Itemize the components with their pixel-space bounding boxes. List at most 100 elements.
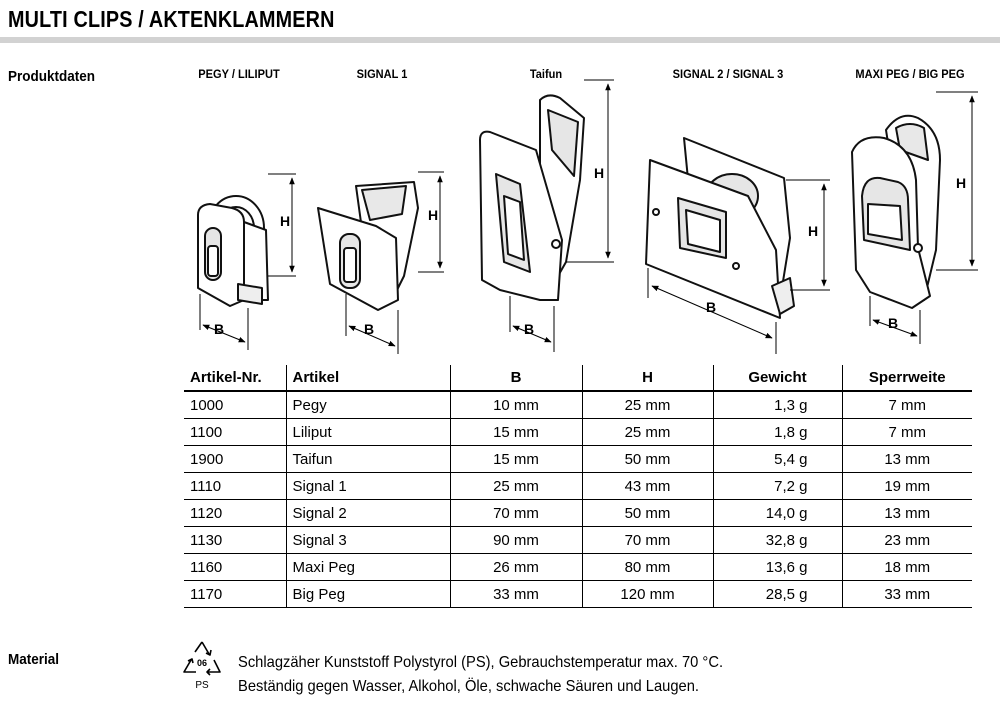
weight-cell: 14,0 g (713, 499, 843, 527)
signal-2-3-height-label: H (808, 223, 818, 239)
weight-cell: 1,8 g (713, 418, 843, 446)
pegy-height-label: H (280, 213, 290, 229)
table-row: 1170 Big Peg 33 mm 120 mm 28,5 g 33 mm (184, 580, 972, 608)
pegy-liliput-clip-illustration (197, 195, 269, 307)
article-number-cell: 1000 (184, 391, 287, 419)
width-cell: 25 mm (450, 472, 583, 500)
width-cell: 70 mm (450, 499, 583, 527)
weight-cell: 13,6 g (713, 553, 843, 581)
title-divider (0, 37, 1000, 43)
maxi-big-peg-clip-illustration (851, 114, 941, 309)
maxi-big-peg-height-label: H (956, 175, 966, 191)
table-row: 1120 Signal 2 70 mm 50 mm 14,0 g 13 mm (184, 499, 972, 527)
height-cell: 120 mm (582, 580, 714, 608)
article-name-cell: Pegy (286, 391, 451, 419)
material-line-resistance: Beständig gegen Wasser, Alkohol, Öle, sc… (238, 678, 699, 695)
taifun-clip-illustration (479, 94, 585, 301)
article-number-cell: 1120 (184, 499, 287, 527)
table-row: 1130 Signal 3 90 mm 70 mm 32,8 g 23 mm (184, 526, 972, 554)
column-header-weight: Gewicht (713, 365, 843, 392)
article-name-cell: Liliput (286, 418, 451, 446)
clip-label-pegy-liliput: PEGY / LILIPUT (198, 67, 280, 81)
opening-width-cell: 33 mm (842, 580, 972, 608)
article-name-cell: Big Peg (286, 580, 451, 608)
recycling-code: 06 (197, 658, 207, 668)
clip-label-taifun: Taifun (529, 67, 563, 81)
clip-label-maxi-big-peg: MAXI PEG / BIG PEG (855, 67, 965, 81)
width-cell: 33 mm (450, 580, 583, 608)
signal-1-width-label: B (364, 321, 374, 337)
article-number-cell: 1170 (184, 580, 287, 608)
maxi-big-peg-width-label: B (888, 315, 898, 331)
weight-cell: 1,3 g (713, 391, 843, 419)
weight-cell: 5,4 g (713, 445, 843, 473)
signal-1-dimension-lines (345, 171, 444, 354)
article-name-cell: Maxi Peg (286, 553, 451, 581)
taifun-width-label: B (524, 321, 534, 337)
height-cell: 70 mm (582, 526, 714, 554)
opening-width-cell: 13 mm (842, 445, 972, 473)
article-number-cell: 1160 (184, 553, 287, 581)
opening-width-cell: 7 mm (842, 391, 972, 419)
width-cell: 15 mm (450, 445, 583, 473)
opening-width-cell: 23 mm (842, 526, 972, 554)
recycling-symbol-icon: 06 PS (183, 641, 221, 691)
opening-width-cell: 7 mm (842, 418, 972, 446)
opening-width-cell: 19 mm (842, 472, 972, 500)
height-cell: 50 mm (582, 445, 714, 473)
article-name-cell: Taifun (286, 445, 451, 473)
taifun-dimension-lines (509, 79, 614, 352)
column-header-opening-width: Sperrweite (842, 365, 972, 392)
table-row: 1000 Pegy 10 mm 25 mm 1,3 g 7 mm (184, 391, 972, 419)
material-description: Schlagzäher Kunststoff Polystyrol (PS), … (238, 651, 723, 699)
table-row: 1100 Liliput 15 mm 25 mm 1,8 g 7 mm (184, 418, 972, 446)
column-header-article-number: Artikel-Nr. (184, 365, 287, 392)
section-label-material: Material (8, 651, 60, 668)
product-data-table: Artikel-Nr. Artikel B H Gewicht Sperrwei… (184, 365, 972, 608)
table-row: 1110 Signal 1 25 mm 43 mm 7,2 g 19 mm (184, 472, 972, 500)
signal-2-3-dimension-lines (647, 179, 830, 354)
signal-2-3-clip-illustration (645, 137, 795, 319)
column-header-width: B (450, 365, 583, 392)
signal-1-clip-illustration (317, 181, 419, 311)
column-header-article: Artikel (286, 365, 451, 392)
width-cell: 10 mm (450, 391, 583, 419)
signal-1-height-label: H (428, 207, 438, 223)
article-number-cell: 1110 (184, 472, 287, 500)
maxi-big-peg-dimension-lines (869, 91, 978, 344)
article-number-cell: 1100 (184, 418, 287, 446)
weight-cell: 7,2 g (713, 472, 843, 500)
table-row: 1900 Taifun 15 mm 50 mm 5,4 g 13 mm (184, 445, 972, 473)
page-title: MULTI CLIPS / AKTENKLAMMERN (8, 6, 335, 32)
article-name-cell: Signal 2 (286, 499, 451, 527)
material-line-composition: Schlagzäher Kunststoff Polystyrol (PS), … (238, 654, 724, 671)
article-name-cell: Signal 3 (286, 526, 451, 554)
opening-width-cell: 13 mm (842, 499, 972, 527)
pegy-dimension-lines (199, 173, 296, 350)
height-cell: 80 mm (582, 553, 714, 581)
taifun-height-label: H (594, 165, 604, 181)
height-cell: 25 mm (582, 418, 714, 446)
height-cell: 25 mm (582, 391, 714, 419)
signal-2-3-width-label: B (706, 299, 716, 315)
width-cell: 15 mm (450, 418, 583, 446)
pegy-width-label: B (214, 321, 224, 337)
height-cell: 50 mm (582, 499, 714, 527)
weight-cell: 32,8 g (713, 526, 843, 554)
weight-cell: 28,5 g (713, 580, 843, 608)
clip-drawings: B H B H B H B H B H (197, 79, 978, 354)
recycling-abbreviation: PS (195, 680, 209, 691)
height-cell: 43 mm (582, 472, 714, 500)
article-number-cell: 1130 (184, 526, 287, 554)
table-header-row: Artikel-Nr. Artikel B H Gewicht Sperrwei… (184, 365, 972, 392)
width-cell: 90 mm (450, 526, 583, 554)
clip-label-signal-1: SIGNAL 1 (356, 67, 408, 81)
opening-width-cell: 18 mm (842, 553, 972, 581)
table-row: 1160 Maxi Peg 26 mm 80 mm 13,6 g 18 mm (184, 553, 972, 581)
column-header-height: H (582, 365, 714, 392)
article-number-cell: 1900 (184, 445, 287, 473)
article-name-cell: Signal 1 (286, 472, 451, 500)
clip-label-signal-2-3: SIGNAL 2 / SIGNAL 3 (672, 67, 784, 81)
section-label-product-data: Produktdaten (8, 68, 96, 85)
width-cell: 26 mm (450, 553, 583, 581)
